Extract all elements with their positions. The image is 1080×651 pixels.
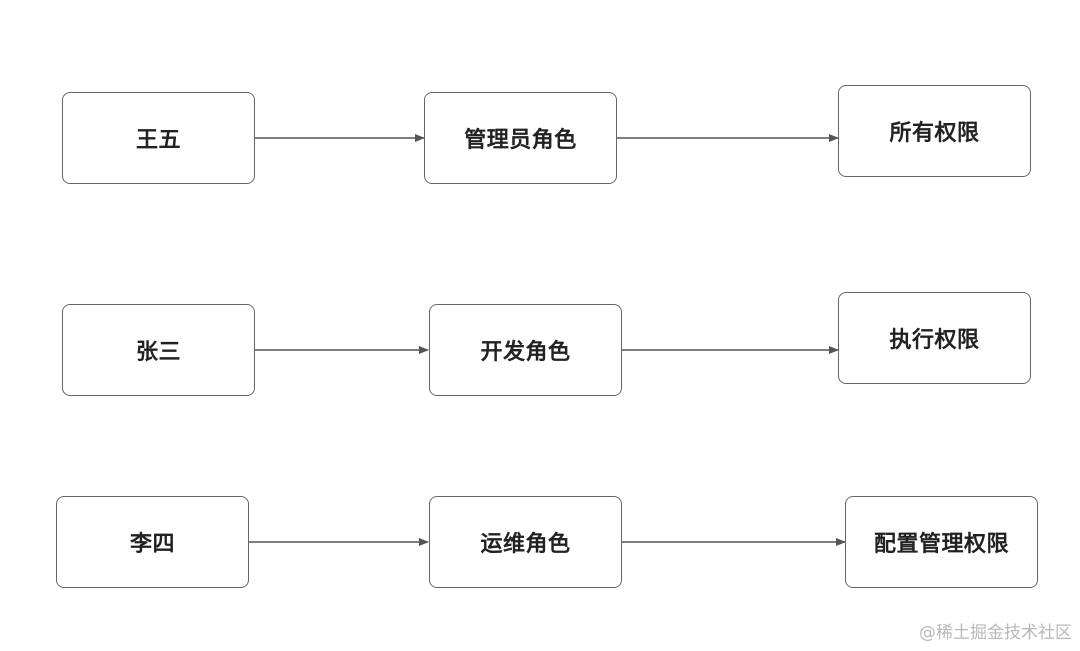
permission-node-config: 配置管理权限 [845,496,1038,588]
role-node-label: 开发角色 [480,340,571,365]
user-node-label: 张三 [135,340,181,365]
permission-node-label: 执行权限 [889,328,980,353]
role-node-ops: 运维角色 [429,496,622,588]
watermark-text: @稀土掘金技术社区 [919,623,1072,643]
permission-node-label: 配置管理权限 [873,532,1009,557]
role-node-admin: 管理员角色 [424,92,617,184]
user-node-zhangsan: 张三 [62,304,255,396]
user-node-label: 李四 [129,532,175,557]
role-node-label: 管理员角色 [464,128,577,153]
permission-node-label: 所有权限 [889,121,980,146]
permission-node-execute: 执行权限 [838,292,1031,384]
user-node-lisi: 李四 [56,496,249,588]
role-node-label: 运维角色 [480,532,571,557]
user-node-wangwu: 王五 [62,92,255,184]
permission-node-all: 所有权限 [838,85,1031,177]
user-node-label: 王五 [135,128,181,153]
role-node-dev: 开发角色 [429,304,622,396]
